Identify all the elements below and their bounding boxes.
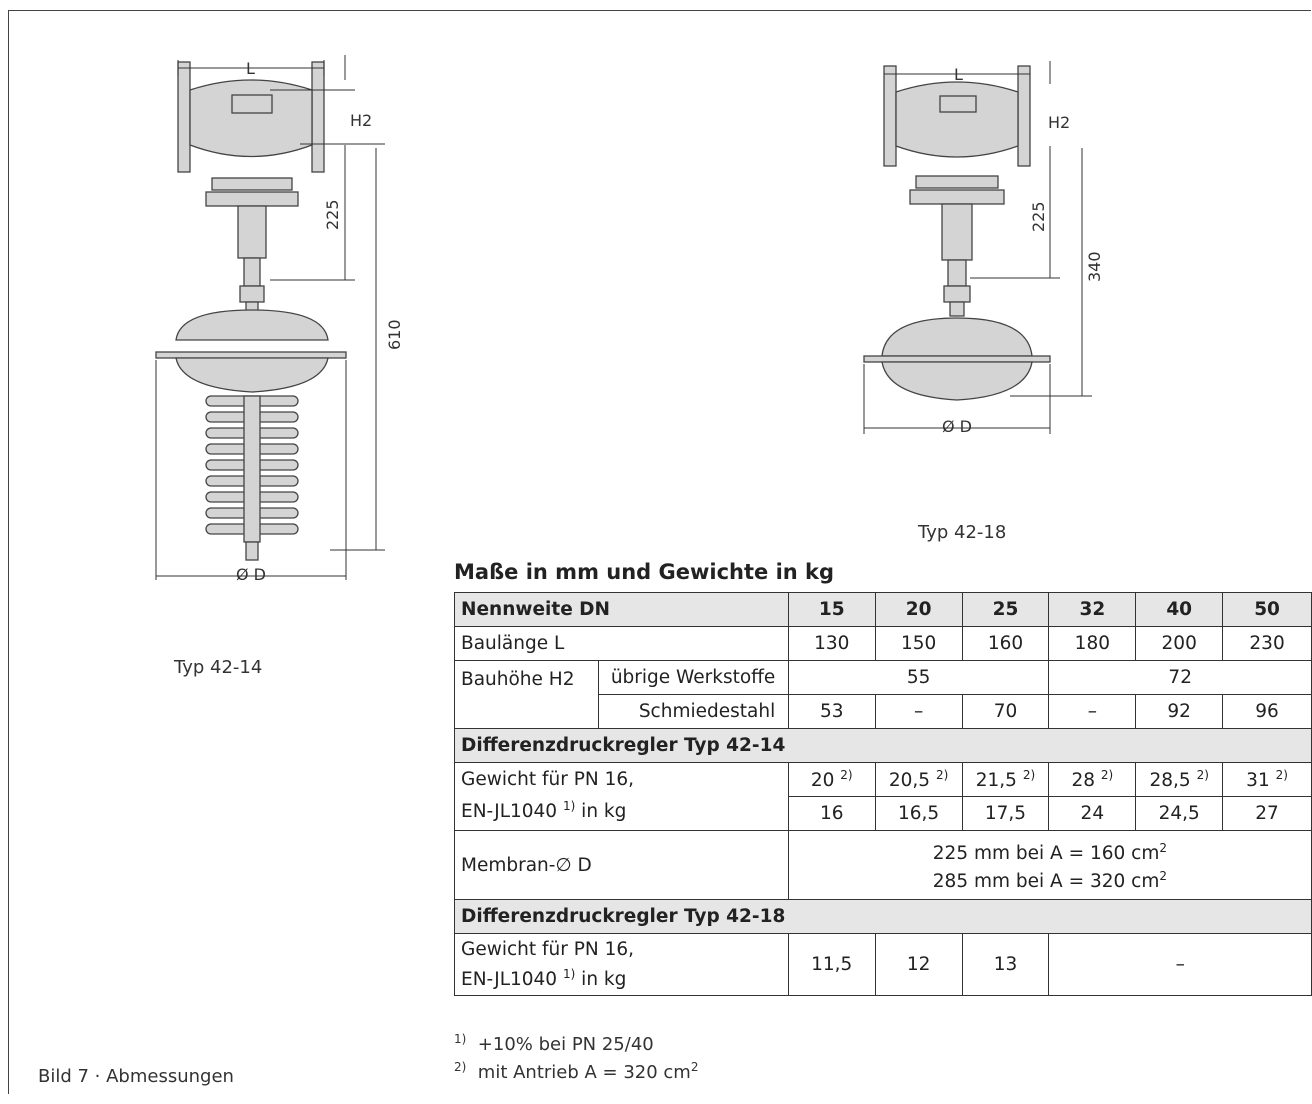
footnote-2: 2) mit Antrieb A = 320 cm2	[454, 1060, 699, 1083]
membran-value: 225 mm bei A = 160 cm2 285 mm bei A = 32…	[787, 830, 1312, 900]
value-cell: 28 2)	[1048, 762, 1137, 797]
dim-H2-right: H2	[1048, 113, 1070, 132]
gewicht-label: Gewicht für PN 16,EN-JL1040 1) in kg	[454, 762, 789, 831]
caption-typ-42-14: Typ 42-14	[174, 657, 263, 678]
value-cell: 230	[1222, 626, 1312, 661]
value-cell: 13	[961, 933, 1050, 996]
caption-typ-42-18: Typ 42-18	[918, 522, 1007, 543]
bauhoehe-label: Bauhöhe H2	[454, 660, 599, 729]
gewicht-label: Gewicht für PN 16,EN-JL1040 1) in kg	[454, 933, 789, 996]
value-cell: 11,5	[787, 933, 876, 996]
dim-225-right: 225	[1029, 201, 1048, 232]
schmiede-label: Schmiedestahl	[597, 694, 789, 729]
value-cell: 12	[874, 933, 963, 996]
value-cell: 70	[961, 694, 1050, 729]
header-label: Nennweite DN	[454, 592, 789, 627]
section-label: Differenzdruckregler Typ 42-14	[454, 728, 1312, 763]
value-cell: 31 2)	[1222, 762, 1312, 797]
table-row: Gewicht für PN 16,EN-JL1040 1) in kg 11,…	[454, 933, 1312, 996]
dim-340-right: 340	[1085, 251, 1104, 282]
value-cell: 16,5	[874, 796, 963, 831]
uebrige-label: übrige Werkstoffe	[597, 660, 789, 695]
value-cell: 53	[787, 694, 876, 729]
section-row: Differenzdruckregler Typ 42-18	[454, 899, 1312, 934]
table-header-row: Nennweite DN 15 20 25 32 40 50	[454, 592, 1312, 627]
dim-610-left: 610	[385, 319, 404, 350]
table-title: Maße in mm und Gewichte in kg	[454, 560, 835, 584]
table-row: Baulänge L 130 150 160 180 200 230	[454, 626, 1312, 661]
dim-L-left: L	[246, 59, 255, 78]
section-row: Differenzdruckregler Typ 42-14	[454, 728, 1312, 763]
dim-D-left: Ø D	[236, 565, 266, 584]
dim-D-right: Ø D	[942, 417, 972, 436]
dn-cell: 40	[1135, 592, 1224, 627]
dim-L-right: L	[954, 65, 963, 84]
dimensions-table: Nennweite DN 15 20 25 32 40 50 Baulänge …	[454, 592, 1312, 996]
value-cell: –	[1048, 694, 1137, 729]
value-cell: 24,5	[1135, 796, 1224, 831]
page-frame	[8, 10, 1311, 1094]
drawing-typ-42-14: L H2 225 610 Ø D	[155, 55, 404, 584]
value-cell: 28,5 2)	[1135, 762, 1224, 797]
value-cell: 160	[961, 626, 1050, 661]
value-cell: 27	[1222, 796, 1312, 831]
table-row: Membran-∅ D 225 mm bei A = 160 cm2 285 m…	[454, 830, 1312, 900]
dim-H2-left: H2	[350, 111, 372, 130]
dn-cell: 15	[787, 592, 876, 627]
dn-cell: 50	[1222, 592, 1312, 627]
table-row: Gewicht für PN 16,EN-JL1040 1) in kg 20 …	[454, 762, 1312, 831]
value-cell: 96	[1222, 694, 1312, 729]
value-cell: 200	[1135, 626, 1224, 661]
value-cell: 20 2)	[787, 762, 876, 797]
dim-225-left: 225	[323, 199, 342, 230]
section-label: Differenzdruckregler Typ 42-18	[454, 899, 1312, 934]
table-row: Bauhöhe H2 übrige Werkstoffe 55 72	[454, 660, 1312, 729]
table-row: Schmiedestahl 53 – 70 – 92 96	[455, 694, 1312, 729]
footnote-1: 1) +10% bei PN 25/40	[454, 1032, 654, 1055]
membran-label: Membran-∅ D	[454, 830, 789, 900]
dn-cell: 25	[961, 592, 1050, 627]
value-cell: 180	[1048, 626, 1137, 661]
figure-caption: Bild 7 · Abmessungen	[38, 1066, 234, 1087]
value-cell: –	[874, 694, 963, 729]
value-cell: 21,5 2)	[961, 762, 1050, 797]
value-cell: –	[1048, 933, 1312, 996]
value-cell: 17,5	[961, 796, 1050, 831]
dn-cell: 32	[1048, 592, 1137, 627]
value-cell: 150	[874, 626, 963, 661]
value-cell: 20,5 2)	[874, 762, 963, 797]
value-cell: 16	[787, 796, 876, 831]
baulaenge-label: Baulänge L	[454, 626, 789, 661]
value-cell: 24	[1048, 796, 1137, 831]
drawing-typ-42-18: L H2 225 340 Ø D	[863, 61, 1104, 436]
value-cell: 72	[1048, 660, 1312, 695]
value-cell: 55	[787, 660, 1050, 695]
value-cell: 92	[1135, 694, 1224, 729]
value-cell: 130	[787, 626, 876, 661]
dn-cell: 20	[874, 592, 963, 627]
